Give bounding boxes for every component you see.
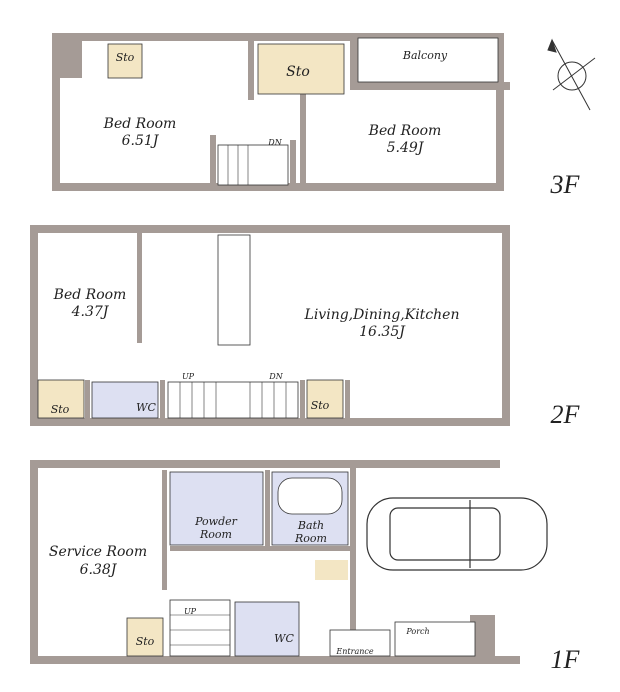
- compass-icon: [547, 38, 596, 111]
- floor-3-outer-wall: [52, 33, 504, 191]
- stairs-1f: [169, 599, 231, 657]
- room-label: Bath Room: [295, 519, 327, 545]
- balcony: [357, 37, 499, 83]
- floor-label: 2F: [550, 400, 580, 429]
- bathtub: [277, 477, 343, 515]
- car-icon: [366, 497, 548, 571]
- room-size: 5.49J: [386, 140, 424, 156]
- kitchen-counter: [217, 234, 251, 346]
- wc-2f: [91, 381, 159, 419]
- floor-label: 3F: [550, 170, 580, 199]
- storage-1f: [126, 617, 164, 657]
- room-label: Sto: [286, 64, 310, 80]
- stair-label: UP: [181, 372, 195, 381]
- storage-3f-small: [107, 43, 143, 79]
- room-label: Sto: [50, 403, 70, 416]
- storage-2f-right: [306, 379, 344, 419]
- room-label: Porch: [406, 627, 430, 636]
- room-label: Bed Room: [368, 123, 442, 139]
- stair-treads: [170, 145, 287, 646]
- stair-label: DN: [269, 372, 283, 381]
- room-size: 6.38J: [79, 562, 117, 578]
- room-label: WC: [274, 632, 294, 645]
- room-label: Powder Room: [195, 515, 237, 541]
- stair-label: DN: [268, 138, 282, 147]
- stairs-2f: [167, 381, 299, 419]
- stairs-3f: [217, 144, 289, 186]
- room-label: Bed Room: [53, 287, 127, 303]
- room-label: Sto: [310, 399, 330, 412]
- room-label: Living,Dining,Kitchen: [304, 307, 460, 323]
- room-label: WC: [136, 401, 156, 414]
- room-label: Sto: [135, 635, 155, 648]
- powder-room: [169, 471, 264, 546]
- floor-label: 1F: [550, 645, 580, 674]
- porch: [394, 621, 476, 657]
- room-label: Sto: [115, 51, 135, 64]
- room-size: 4.37J: [71, 304, 109, 320]
- room-label: Service Room: [48, 544, 148, 560]
- wc-1f: [234, 601, 300, 657]
- room-label: Balcony: [402, 49, 448, 62]
- stair-label: UP: [183, 607, 197, 616]
- floor-1-outer-wall: [30, 460, 520, 664]
- storage-3f-large: [257, 43, 345, 95]
- room-size: 16.35J: [359, 324, 405, 340]
- shoe-cabinet: [315, 560, 348, 580]
- room-size: 6.51J: [121, 133, 159, 149]
- entrance: [329, 629, 391, 657]
- storage-2f-left: [37, 379, 85, 419]
- room-label: Entrance: [336, 647, 374, 656]
- room-label: Bed Room: [103, 116, 177, 132]
- floor-2-outer-wall: [30, 225, 510, 426]
